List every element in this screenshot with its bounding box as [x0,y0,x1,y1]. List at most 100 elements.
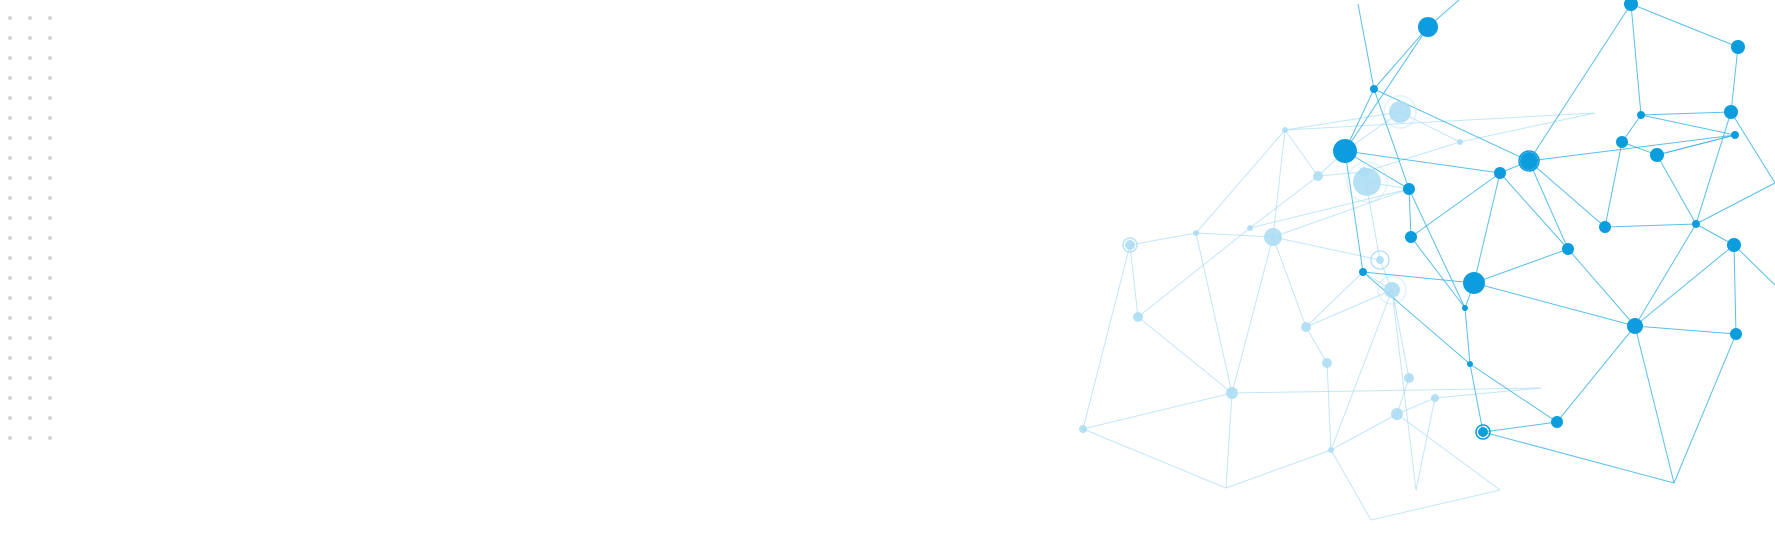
network-node [1731,131,1739,139]
network-edge [1695,182,1775,225]
grid-dot [28,216,32,220]
grid-dot [28,56,32,60]
network-edge [1408,188,1466,309]
network-node-ring [1383,95,1417,129]
grid-dot [48,316,52,320]
network-edge [1604,141,1623,228]
network-node [1478,427,1488,437]
network-edge [1410,236,1466,309]
network-edge [1730,46,1739,113]
network-edge [1604,223,1697,228]
grid-dot [8,56,12,60]
network-edge [1129,232,1197,246]
network-node [1731,40,1745,54]
network-edge [1408,188,1412,238]
network-edge [1330,449,1372,521]
grid-dot [8,316,12,320]
network-node [1403,183,1415,195]
grid-dot [28,376,32,380]
network-edge [1459,112,1596,143]
grid-dot [8,416,12,420]
network-node [1463,272,1485,294]
network-edge [1344,150,1410,190]
network-edge [1317,171,1365,177]
grid-dot [28,436,32,440]
grid-dot [28,116,32,120]
network-edge [1473,248,1569,284]
network-edge [1326,362,1332,451]
network-node [1650,148,1664,162]
grid-dot [28,396,32,400]
network-edge [1482,421,1558,433]
network-node [1389,101,1411,123]
network-edge [1396,397,1436,415]
network-edge [1330,289,1393,451]
network-edge [1473,172,1501,284]
grid-dot [48,176,52,180]
grid-dot [28,136,32,140]
network-edge [1499,172,1569,250]
network-node [1193,230,1199,236]
grid-dot [8,36,12,40]
grid-dot [8,16,12,20]
grid-dot [8,156,12,160]
grid-dot [48,36,52,40]
network-edge [1344,26,1429,152]
network-edge [1630,3,1642,116]
grid-dot [48,376,52,380]
network-node [1431,394,1439,402]
network-edge [1567,248,1636,327]
grid-dot [48,96,52,100]
network-edge [1284,111,1401,131]
grid-dot [8,376,12,380]
network-edge [1634,223,1697,327]
network-node [1727,238,1741,252]
grid-dot [8,176,12,180]
network-edge [1272,188,1410,238]
grid-dot [28,176,32,180]
grid-dot [48,16,52,20]
network-edge [1733,244,1775,286]
network-node-ring [1370,250,1390,270]
network-edge [1284,112,1596,131]
grid-dot [8,436,12,440]
network-node [1226,387,1238,399]
network-edge [1373,88,1410,190]
network-edge [1272,236,1381,261]
network-node [1376,256,1384,264]
network-edge [1305,289,1393,328]
grid-dot [48,276,52,280]
network-node [1384,282,1400,298]
network-edge [1556,325,1636,423]
network-node [1551,416,1563,428]
network-edge [1370,489,1501,521]
grid-dot [48,336,52,340]
grid-dot [28,336,32,340]
network-edge [1640,111,1732,116]
network-edge [1396,413,1501,491]
grid-dot [48,416,52,420]
network-edge [1305,326,1328,364]
network-node [1133,312,1143,322]
network-node [1359,268,1367,276]
network-edge [1469,363,1484,433]
network-node [1391,408,1403,420]
network-edge [1137,316,1233,394]
grid-dot [48,76,52,80]
network-edge [1231,387,1542,394]
grid-dot [8,96,12,100]
grid-dot [28,356,32,360]
grid-dot [28,156,32,160]
network-edge [1195,129,1286,234]
grid-dot [8,276,12,280]
network-edge [1434,387,1542,399]
grid-dot [8,296,12,300]
network-edge [1396,377,1410,415]
network-edge [1249,188,1410,229]
network-node [1418,17,1438,37]
network-edge [1630,3,1739,48]
grid-dot [48,356,52,360]
network-node [1730,328,1742,340]
